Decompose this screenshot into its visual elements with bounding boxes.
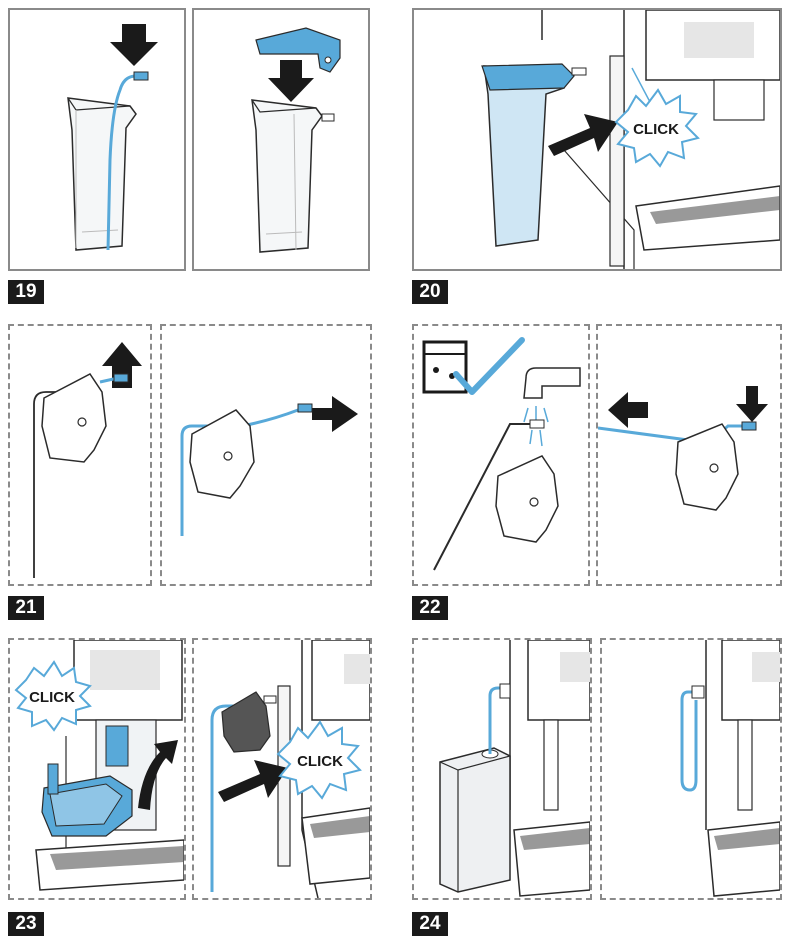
- right-arrow-icon: [312, 396, 358, 432]
- faucet: [524, 368, 580, 398]
- down-arrow-icon: [736, 386, 768, 422]
- click-label: CLICK: [29, 689, 75, 706]
- right-arrow-icon: [548, 114, 618, 156]
- dishwasher-safe-icon: [424, 342, 466, 392]
- down-arrow-icon: [268, 60, 314, 102]
- step-19-panel-a: [8, 8, 186, 271]
- milk-container: [68, 98, 136, 250]
- step-23-panel-a: CLICK: [8, 638, 186, 900]
- step-23-panel-b: CLICK: [192, 638, 372, 900]
- step-number-20: 20: [412, 280, 448, 304]
- step-number-19: 19: [8, 280, 44, 304]
- down-arrow-icon: [110, 24, 158, 66]
- milk-container: [484, 66, 564, 246]
- step-number-23: 23: [8, 912, 44, 936]
- step-21-panel-b: [160, 324, 372, 586]
- milk-carton: [440, 748, 510, 892]
- step-22-panel-a: [412, 324, 590, 586]
- click-badge: CLICK: [616, 90, 698, 166]
- step-number-24: 24: [412, 912, 448, 936]
- step-number-22: 22: [412, 596, 448, 620]
- click-label: CLICK: [633, 121, 679, 138]
- stored-milk-tube: [682, 692, 696, 790]
- step-24-panel-a: [412, 638, 592, 900]
- step-number-21: 21: [8, 596, 44, 620]
- tube-holder: [42, 374, 106, 462]
- step-19-panel-b: [192, 8, 370, 271]
- click-label: CLICK: [297, 753, 343, 770]
- step-21-panel-a: [8, 324, 152, 586]
- left-arrow-icon: [608, 392, 648, 428]
- step-24-panel-b: [600, 638, 782, 900]
- step-22-panel-b: [596, 324, 782, 586]
- step-20-panel: CLICK: [412, 8, 782, 271]
